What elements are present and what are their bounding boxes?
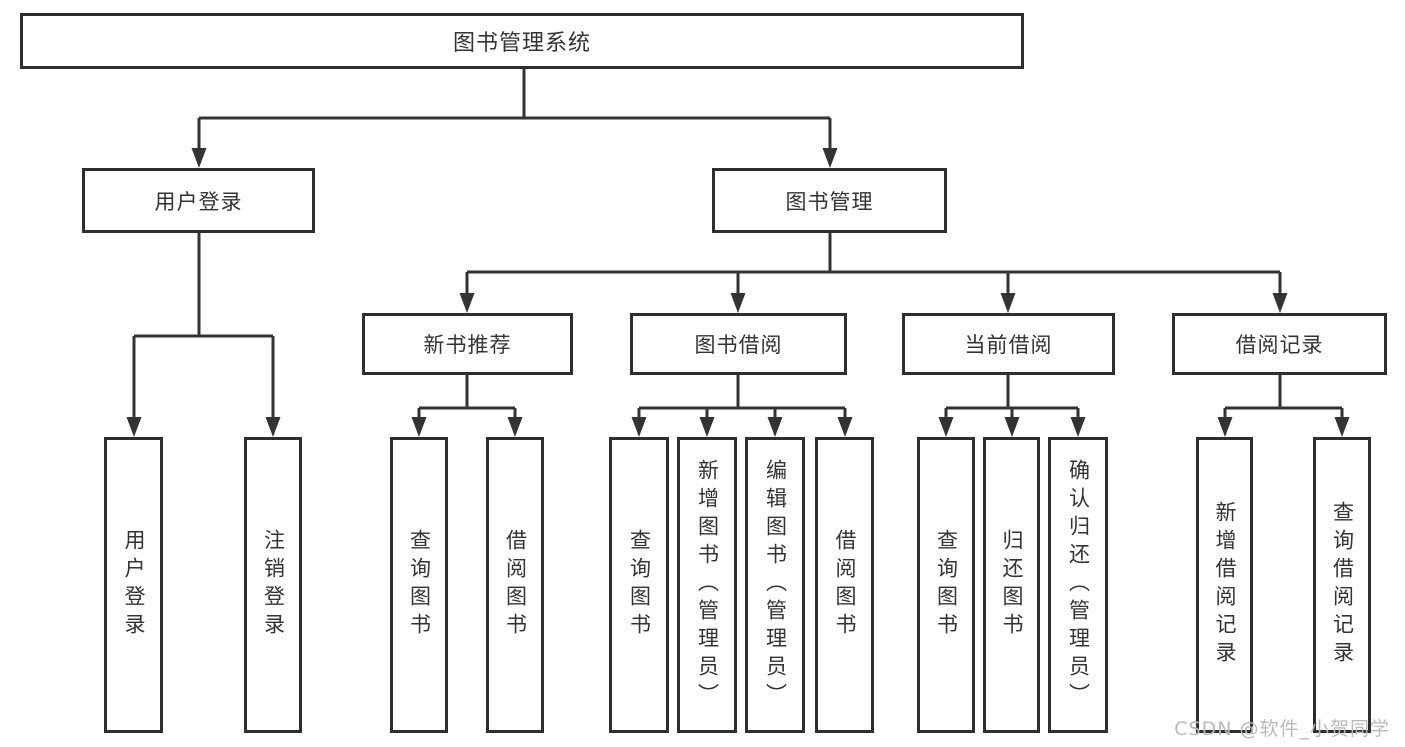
edge-records-to-leaves: [1223, 375, 1344, 419]
arrowheads: [126, 148, 1350, 437]
node-book-borrowing: 图书借阅: [630, 313, 847, 375]
leaf-edit-books-admin-label: 编辑图书（管理员）: [763, 459, 788, 711]
node-current-borrowing: 当前借阅: [902, 313, 1115, 375]
node-borrowing-records-label: 借阅记录: [1235, 333, 1324, 357]
leaf-return-books-label: 归还图书: [1000, 529, 1025, 641]
arrow-icon: [507, 417, 523, 437]
arrow-icon: [1070, 417, 1086, 437]
edge-bookmgmt-to-level3: [465, 233, 1282, 295]
leaf-borrowing-query-books-label: 查询图书: [627, 529, 652, 641]
node-book-management: 图书管理: [712, 168, 947, 233]
node-book-management-label: 图书管理: [785, 189, 874, 214]
node-user-login-label: 用户登录: [154, 189, 243, 214]
arrow-icon: [265, 417, 281, 437]
leaf-confirm-return-admin-label: 确认归还（管理员）: [1066, 459, 1091, 711]
leaf-user-login-label: 用户登录: [122, 529, 147, 641]
leaf-current-query-books: 查询图书: [917, 437, 975, 733]
arrow-icon: [767, 417, 783, 437]
edge-current-to-leaves: [944, 375, 1080, 419]
leaf-recommend-query-books-label: 查询图书: [407, 529, 432, 641]
leaf-borrowing-borrow-books: 借阅图书: [815, 437, 874, 733]
node-current-borrowing-label: 当前借阅: [964, 333, 1053, 357]
node-new-book-recommendation: 新书推荐: [362, 313, 573, 375]
leaf-logout-label: 注销登录: [261, 529, 286, 641]
leaf-query-borrow-record-label: 查询借阅记录: [1330, 501, 1355, 669]
leaf-recommend-borrow-books: 借阅图书: [486, 437, 544, 733]
leaf-borrowing-borrow-books-label: 借阅图书: [833, 529, 858, 641]
node-root-label: 图书管理系统: [452, 31, 591, 56]
leaf-borrowing-query-books: 查询图书: [609, 437, 669, 733]
arrow-icon: [191, 148, 207, 168]
arrow-icon: [459, 293, 475, 313]
leaf-recommend-borrow-books-label: 借阅图书: [503, 529, 528, 641]
leaf-logout: 注销登录: [244, 437, 302, 733]
arrow-icon: [837, 417, 853, 437]
edge-newbook-to-leaves: [417, 375, 517, 419]
leaf-return-books: 归还图书: [983, 437, 1040, 733]
arrow-icon: [411, 417, 427, 437]
arrow-icon: [938, 417, 954, 437]
arrow-icon: [1217, 417, 1233, 437]
leaf-confirm-return-admin: 确认归还（管理员）: [1048, 437, 1108, 733]
node-new-book-recommendation-label: 新书推荐: [423, 333, 512, 357]
node-borrowing-records: 借阅记录: [1172, 313, 1387, 375]
arrow-icon: [699, 417, 715, 437]
edge-userlogin-to-leaves: [132, 233, 275, 419]
arrow-icon: [1334, 417, 1350, 437]
connector-lines: [132, 69, 1344, 419]
leaf-current-query-books-label: 查询图书: [934, 529, 959, 641]
arrow-icon: [730, 293, 746, 313]
leaf-recommend-query-books: 查询图书: [390, 437, 448, 733]
leaf-add-books-admin: 新增图书（管理员）: [677, 437, 737, 733]
leaf-add-borrow-record: 新增借阅记录: [1196, 437, 1253, 733]
arrow-icon: [1272, 293, 1288, 313]
arrow-icon: [1000, 293, 1016, 313]
edge-root-to-level2: [197, 69, 832, 150]
edge-borrowing-to-leaves: [637, 375, 847, 419]
leaf-query-borrow-record: 查询借阅记录: [1313, 437, 1371, 733]
node-book-borrowing-label: 图书借阅: [694, 333, 783, 357]
leaf-edit-books-admin: 编辑图书（管理员）: [745, 437, 805, 733]
node-user-login: 用户登录: [82, 168, 315, 233]
leaf-add-books-admin-label: 新增图书（管理员）: [695, 459, 720, 711]
node-root: 图书管理系统: [20, 13, 1024, 69]
arrow-icon: [822, 148, 838, 168]
arrow-icon: [631, 417, 647, 437]
arrow-icon: [126, 417, 142, 437]
leaf-user-login: 用户登录: [104, 437, 163, 733]
arrow-icon: [1004, 417, 1020, 437]
leaf-add-borrow-record-label: 新增借阅记录: [1213, 501, 1238, 669]
